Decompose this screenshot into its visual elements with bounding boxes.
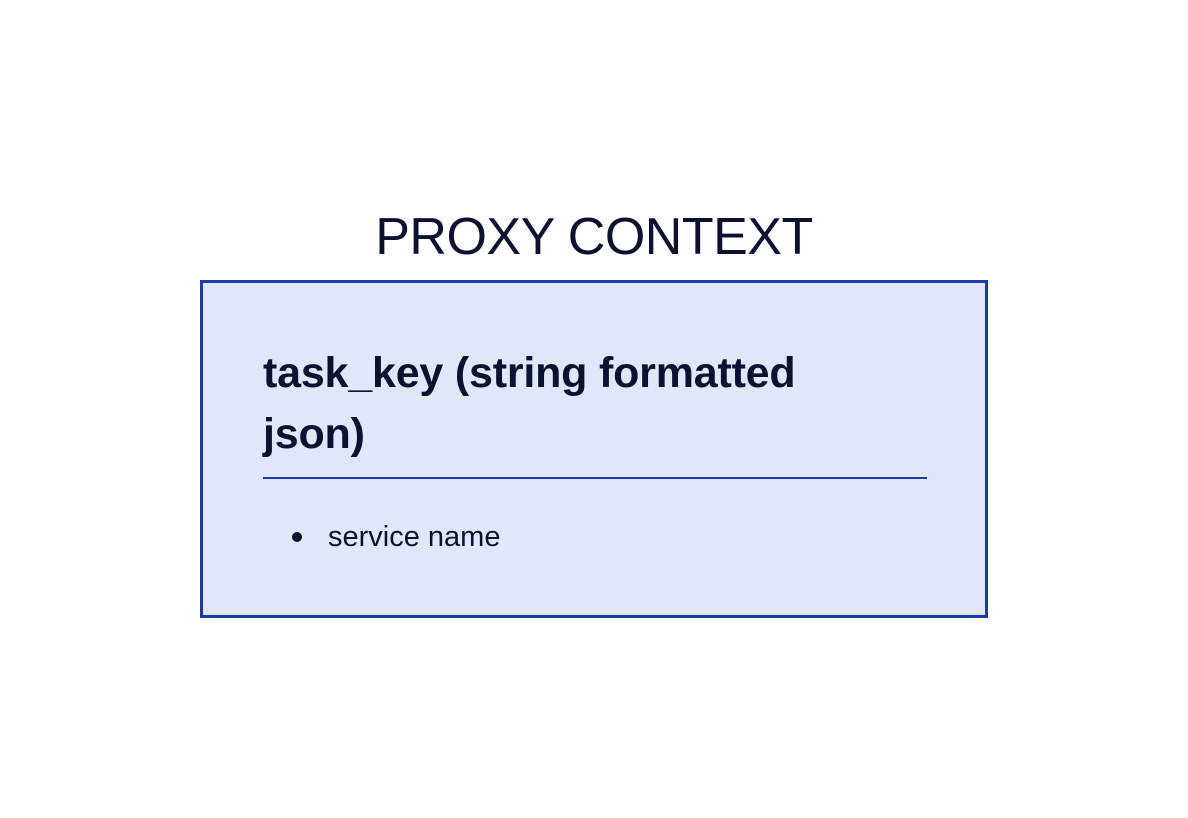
list-item: service name [263,515,500,559]
diagram-title: PROXY CONTEXT [375,208,813,266]
proxy-context-box: task_key (string formatted json) service… [200,280,988,618]
field-label: service name [328,521,501,553]
field-list: service name [263,515,500,559]
card-heading: task_key (string formatted json) [263,349,796,458]
bullet-icon [292,532,302,542]
card-divider [263,477,927,479]
